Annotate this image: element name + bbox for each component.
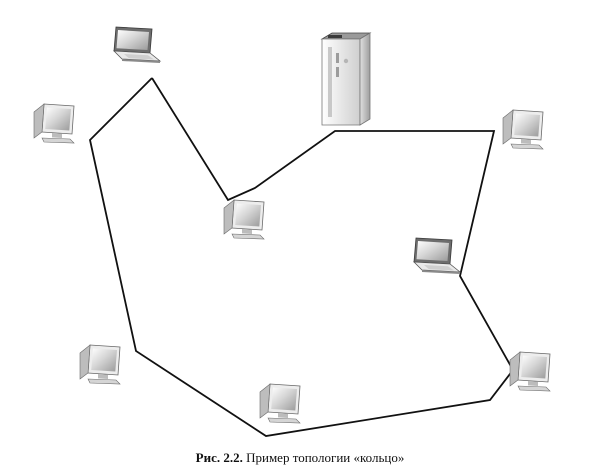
ring-topology-diagram: [33, 26, 551, 437]
figure-caption: Рис. 2.2. Пример топологии «кольцо»: [0, 450, 600, 466]
figure-number: Рис. 2.2.: [195, 450, 243, 465]
laptop-icon: [113, 26, 161, 64]
laptop-icon: [413, 237, 461, 275]
server-icon: [321, 32, 371, 126]
monitor-icon: [223, 199, 265, 240]
figure-caption-text: Пример топологии «кольцо»: [246, 450, 405, 465]
monitor-icon: [259, 383, 301, 424]
ring-link-line: [89, 77, 515, 437]
monitor-icon: [509, 351, 551, 392]
monitor-icon: [79, 344, 121, 385]
monitor-icon: [502, 109, 544, 150]
monitor-icon: [33, 103, 75, 144]
